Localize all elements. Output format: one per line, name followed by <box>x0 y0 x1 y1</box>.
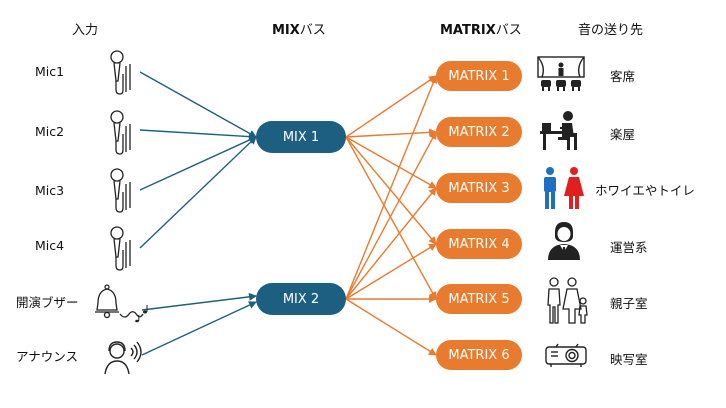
matrix-bus-3: MATRIX 3 <box>436 173 522 203</box>
header-mix-bold: MIX <box>272 23 300 38</box>
input-label-buzzer: 開演ブザー <box>16 295 79 310</box>
mix-input-lines <box>139 71 257 356</box>
header-matrix: MATRIXバス <box>440 19 522 38</box>
dest-label-foyer: ホワイエやトイレ <box>595 183 695 198</box>
microphone-icon <box>110 226 131 271</box>
mix1-to-matrix1-line <box>345 75 437 138</box>
mix-bus-2: MIX 2 <box>256 283 346 315</box>
header-mix-suffix: バス <box>299 23 326 38</box>
dest-label-family-room: 親子室 <box>610 296 648 311</box>
header-matrix-bold: MATRIX <box>440 23 496 38</box>
mix2-to-matrix2-line <box>345 131 437 300</box>
microphone-icon <box>110 50 131 95</box>
matrix-bus-5: MATRIX 5 <box>436 284 522 314</box>
mix1-to-matrix3-line <box>345 136 437 189</box>
announcer-icon <box>104 341 142 375</box>
restroom-icon <box>544 167 584 209</box>
mic4-to-mix1-line <box>139 136 257 249</box>
dressing-room-icon <box>540 111 577 150</box>
dest-label-projection-room: 映写室 <box>610 352 648 367</box>
dest-label-seats: 客席 <box>610 69 636 84</box>
mix1-to-matrix4-line <box>345 136 437 245</box>
header-input: 入力 <box>72 23 99 38</box>
header-destination: 音の送り先 <box>578 23 644 38</box>
matrix-bus-6: MATRIX 6 <box>436 340 522 370</box>
mix1-to-matrix2-line <box>345 128 437 138</box>
input-label-announce: アナウンス <box>16 349 79 364</box>
microphone-icon <box>110 168 131 213</box>
header-matrix-suffix: バス <box>495 23 522 38</box>
staff-icon <box>548 222 580 260</box>
bell-icon <box>95 284 148 323</box>
projector-icon <box>545 343 587 367</box>
microphone-icon <box>110 110 131 155</box>
dest-label-dressing-room: 楽屋 <box>610 127 636 142</box>
mix2-to-matrix3-line <box>345 187 437 300</box>
mic3-to-mix1-line <box>139 136 257 191</box>
buzzer-to-mix2-line <box>141 292 257 311</box>
announce-to-mix2-line <box>141 301 257 356</box>
mix2-to-matrix4-line <box>345 243 437 300</box>
audience-seats-icon <box>537 56 585 91</box>
mix2-to-matrix1-line <box>345 75 438 300</box>
mix-bus-1: MIX 1 <box>256 121 346 153</box>
input-label-mic3: Mic3 <box>35 183 65 198</box>
input-label-mic1: Mic1 <box>35 64 65 79</box>
matrix-bus-1: MATRIX 1 <box>436 61 522 91</box>
family-icon <box>547 277 588 324</box>
mix1-to-matrix5-line <box>345 136 437 300</box>
matrix-bus-2: MATRIX 2 <box>436 117 522 147</box>
input-label-mic4: Mic4 <box>35 238 65 253</box>
mic1-to-mix1-line <box>139 71 257 138</box>
dest-label-staff: 運営系 <box>610 240 648 255</box>
input-label-mic2: Mic2 <box>35 124 65 139</box>
mic2-to-mix1-line <box>139 129 257 141</box>
header-mix: MIXバス <box>272 19 326 38</box>
matrix-lines <box>345 75 438 356</box>
mix2-to-matrix6-line <box>345 298 437 356</box>
matrix-bus-4: MATRIX 4 <box>436 229 522 259</box>
